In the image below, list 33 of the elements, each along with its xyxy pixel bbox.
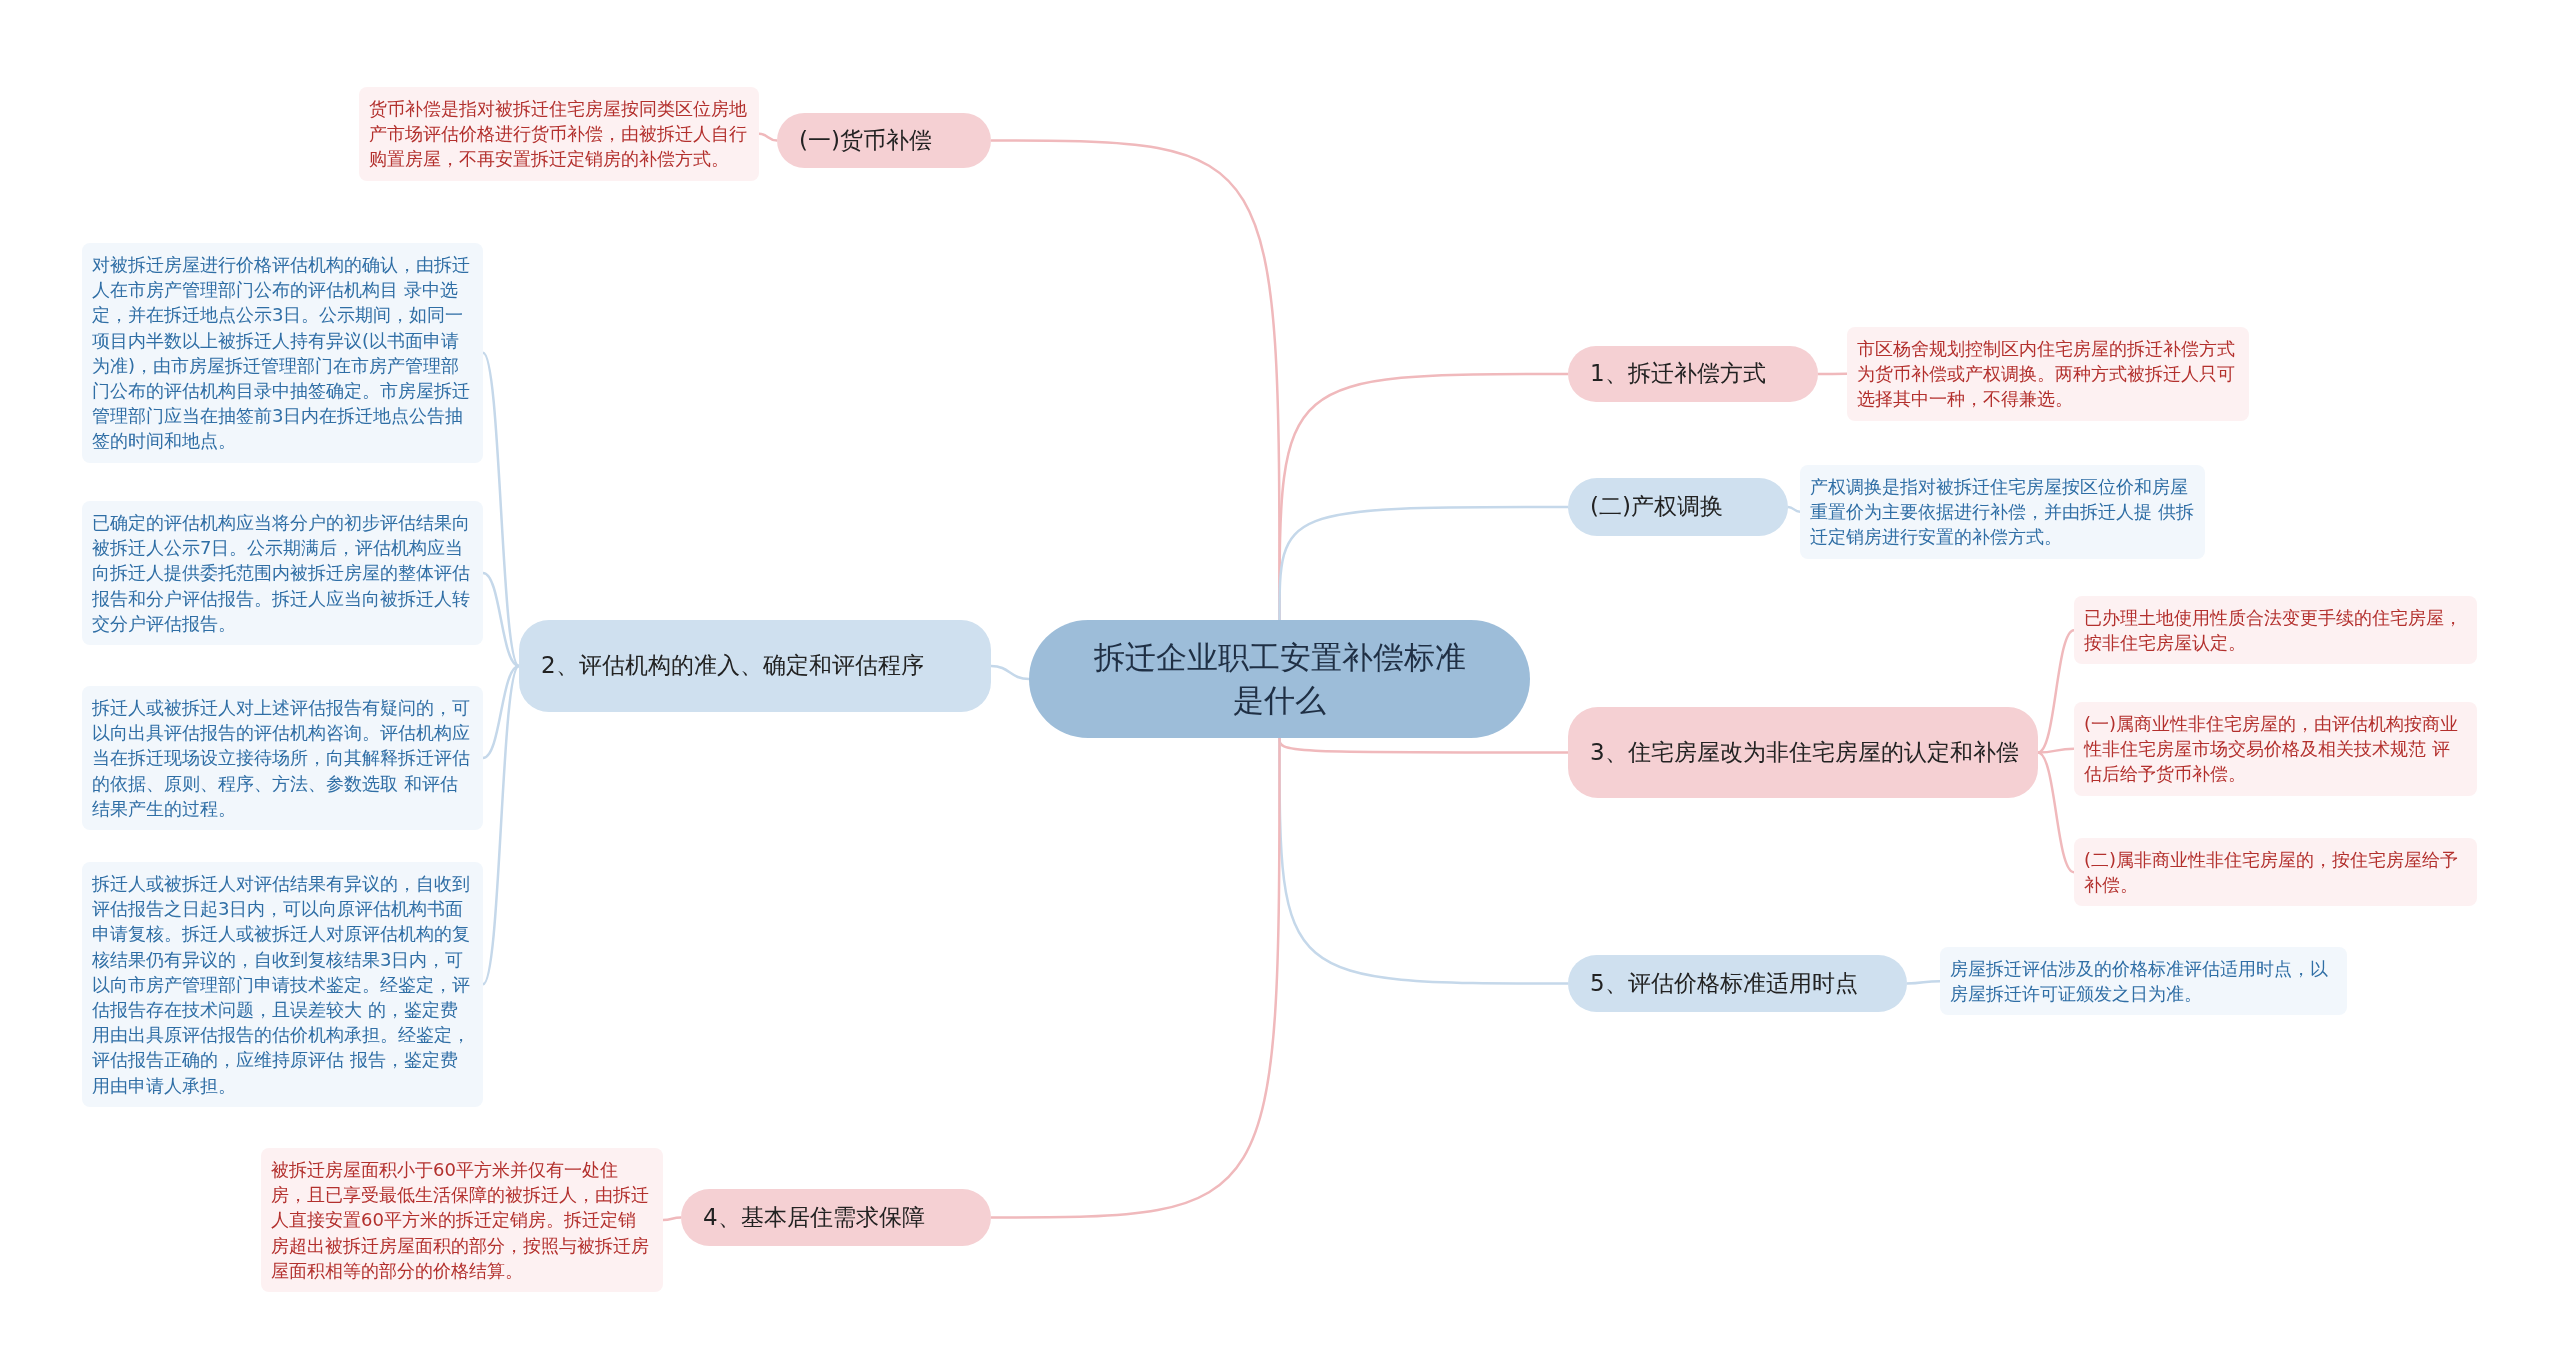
note-card: 产权调换是指对被拆迁住宅房屋按区位价和房屋重置价为主要依据进行补偿，并由拆迁人提 供拆迁定销房进行安置的补偿方式。 — [1800, 465, 2205, 559]
note-card: 已确定的评估机构应当将分户的初步评估结果向被拆迁人公示7日。公示期满后，评估机构应当向拆迁人提供委托范围内被拆迁房屋的整体评估报告和分户评估报告。拆迁人应当向被拆迁人转交分户评估报告。 — [82, 501, 483, 645]
note-card: (一)属商业性非住宅房屋的，由评估机构按商业性非住宅房屋市场交易价格及相关技术规范 评估后给予货币补偿。 — [2074, 702, 2477, 796]
note-card: 市区杨舍规划控制区内住宅房屋的拆迁补偿方式为货币补偿或产权调换。两种方式被拆迁人只可选择其中一种，不得兼选。 — [1847, 327, 2249, 421]
connector-line — [482, 571, 520, 668]
connector-line — [1278, 505, 1568, 620]
topic-pill: 5、评估价格标准适用时点 — [1568, 955, 1907, 1012]
note-card: 拆迁人或被拆迁人对上述评估报告有疑问的，可以向出具评估报告的评估机构咨询。评估机构应当在拆迁现场设立接待场所，向其解释拆迁评估的依据、原则、程序、方法、参数选取 和评估结果产生的过程。 — [82, 686, 483, 830]
note-card: (二)属非商业性非住宅房屋的，按住宅房屋给予补偿。 — [2074, 838, 2477, 907]
connector-line — [1818, 372, 1847, 376]
note-card: 对被拆迁房屋进行价格评估机构的确认，由拆迁人在市房产管理部门公布的评估机构目 录中选定，并在拆迁地点公示3日。公示期间，如同一项目内半数以上被拆迁人持有异议(以书面申请为准)，由市房屋拆迁管理部门在市房产管理部门公布的评估机构目录中抽签确定。市房屋拆迁管理部门应当在抽签前3日内在拆迁地点公告抽签的时间和地点。 — [82, 243, 483, 463]
central-topic: 拆迁企业职工安置补偿标准是什么 — [1029, 620, 1530, 738]
topic-pill: (一)货币补偿 — [777, 113, 991, 168]
note-card: 已办理土地使用性质合法变更手续的住宅房屋，按非住宅房屋认定。 — [2074, 596, 2477, 665]
note-card: 拆迁人或被拆迁人对评估结果有异议的，自收到评估报告之日起3日内，可以向原评估机构书面申请复核。拆迁人或被拆迁人对原评估机构的复核结果仍有异议的，自收到复核结果3日内，可以向市房产管理部门申请技术鉴定。经鉴定，评估报告存在技术问题，且误差较大 的，鉴定费用由出具原评估报告的估价机构承担。经鉴定，评估报告正确的，应维持原评估 报告，鉴定费用由申请人承担。 — [82, 862, 483, 1107]
topic-pill: 2、评估机构的准入、确定和评估程序 — [519, 620, 991, 712]
connector-line — [481, 352, 521, 667]
note-card: 货币补偿是指对被拆迁住宅房屋按同类区位房地产市场评估价格进行货币补偿，由被拆迁人自行购置房屋，不再安置拆迁定销房的补偿方式。 — [359, 87, 759, 181]
connector-line — [1907, 979, 1940, 985]
connector-line — [1787, 505, 1801, 513]
note-card: 被拆迁房屋面积小于60平方米并仅有一处住房，且已享受最低生活保障的被拆迁人，由拆迁人直接安置60平方米的拆迁定销房。拆迁定销房超出被拆迁房屋面积的部分，按照与被拆迁房屋面积相等的部分的价格结算。 — [261, 1148, 663, 1292]
topic-pill: (二)产权调换 — [1568, 478, 1788, 536]
note-card: 房屋拆迁评估涉及的价格标准评估适用时点，以房屋拆迁许可证颁发之日为准。 — [1940, 947, 2347, 1016]
connector-line — [991, 738, 1281, 1219]
connector-line — [758, 132, 778, 142]
topic-pill: 3、住宅房屋改为非住宅房屋的认定和补偿 — [1568, 707, 2038, 798]
connector-line — [481, 665, 521, 986]
connector-line — [2037, 751, 2075, 874]
connector-line — [990, 664, 1030, 681]
connector-line — [662, 1216, 682, 1222]
connector-line — [2037, 629, 2075, 754]
topic-pill: 4、基本居住需求保障 — [681, 1189, 991, 1246]
topic-pill: 1、拆迁补偿方式 — [1568, 346, 1818, 402]
